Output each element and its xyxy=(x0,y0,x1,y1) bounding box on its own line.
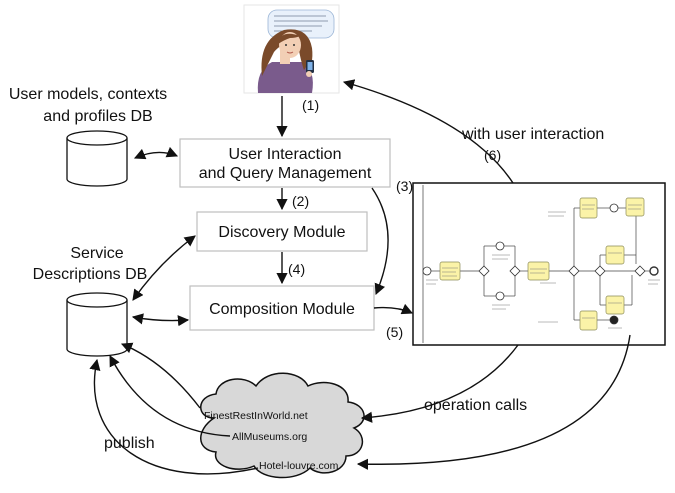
user-models-db-label-line2: and profiles DB xyxy=(43,108,152,125)
composition-module-box: Composition Module xyxy=(189,285,375,331)
user-interaction-box: User Interaction and Query Management xyxy=(179,138,391,188)
arrow-step-6 xyxy=(342,79,514,184)
composition-module-label: Composition Module xyxy=(209,301,355,318)
service-db-label-line2: Descriptions DB xyxy=(33,266,148,283)
step-label-2: (2) xyxy=(292,193,309,209)
arrow-step-5 xyxy=(373,303,414,315)
arrow-step-3 xyxy=(371,187,389,296)
arrow-publish-finestrest xyxy=(120,342,201,409)
service-db-label-line1: Service xyxy=(70,245,123,262)
arrow-publish-hotel xyxy=(89,358,259,475)
step-label-3: (3) xyxy=(396,178,413,194)
cloud-site-allmuseums: AllMuseums.org xyxy=(232,431,307,443)
user-models-db-label-line1: User models, contexts xyxy=(9,86,167,103)
with-user-interaction-label: with user interaction xyxy=(461,126,604,143)
user-illustration xyxy=(243,4,340,94)
bpmn-workflow-icon xyxy=(412,182,666,346)
arrows xyxy=(89,79,631,475)
service-descriptions-database-icon xyxy=(66,292,128,357)
arrow-usermodels-uiqm xyxy=(133,146,179,160)
arrow-servicedb-discovery xyxy=(132,235,196,301)
cloud-site-finestrestinworld: FinestRestInWorld.net xyxy=(204,410,308,422)
woman-with-phone-icon xyxy=(257,29,314,93)
arrow-opcall-hotel xyxy=(356,334,631,470)
discovery-module-label: Discovery Module xyxy=(218,224,345,241)
arrow-servicedb-composition xyxy=(131,313,190,327)
operation-calls-label: operation calls xyxy=(424,397,527,414)
step-label-5: (5) xyxy=(386,324,403,340)
uiqm-label-line2: and Query Management xyxy=(199,165,372,182)
discovery-module-box: Discovery Module xyxy=(196,211,368,252)
arrow-opcall-finestrest xyxy=(360,344,519,423)
step-label-1: (1) xyxy=(302,97,319,113)
publish-label: publish xyxy=(104,435,155,452)
step-label-6: (6) xyxy=(484,147,501,163)
arrow-publish-allmuseums xyxy=(109,355,231,437)
cloud-site-hotel-louvre: Hotel-louvre.com xyxy=(259,460,339,472)
user-models-database-icon xyxy=(66,130,128,187)
step-label-4: (4) xyxy=(288,261,305,277)
web-services-cloud-icon: FinestRestInWorld.net AllMuseums.org Hot… xyxy=(200,372,365,479)
uiqm-label-line1: User Interaction xyxy=(229,146,342,163)
